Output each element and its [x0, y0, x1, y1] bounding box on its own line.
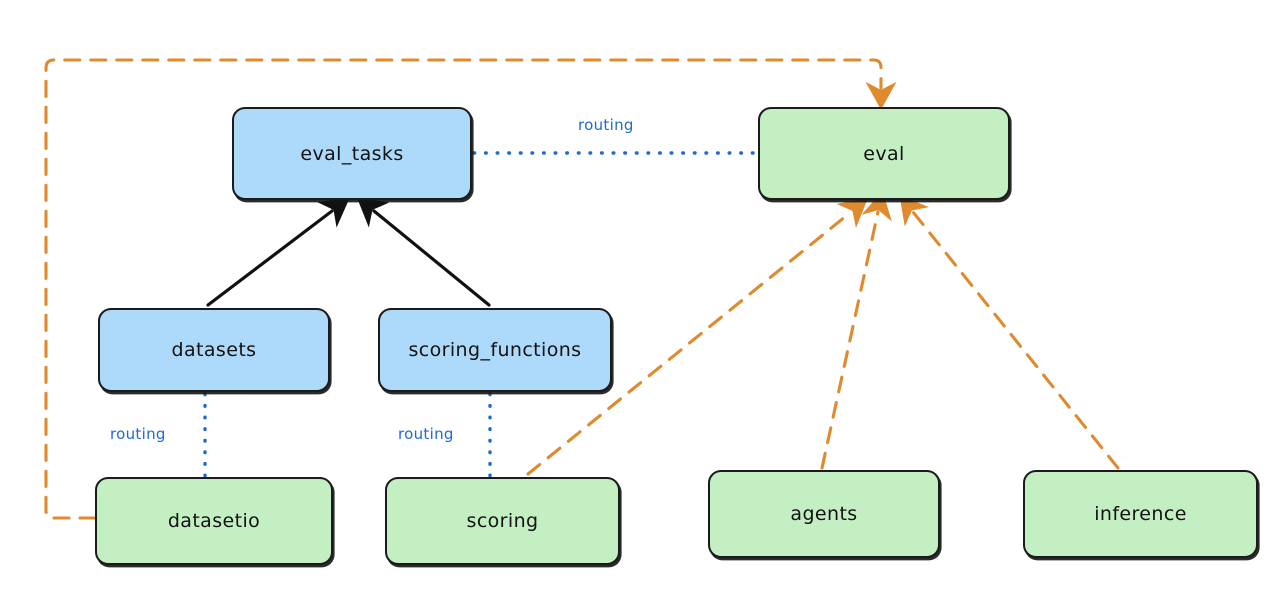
edge-label-routing-scoring-functions-scoring: routing	[398, 425, 454, 443]
edge-label-routing-datasets-datasetio: routing	[110, 425, 166, 443]
edge-agents-to-eval	[820, 190, 892, 470]
node-agents[interactable]: agents	[708, 470, 940, 558]
node-eval[interactable]: eval	[758, 107, 1010, 200]
edge-inference-to-eval	[899, 195, 1120, 470]
node-scoring[interactable]: scoring	[385, 477, 620, 565]
edge-datasetio-to-eval	[44, 58, 897, 520]
node-label: datasets	[171, 339, 257, 361]
node-label: inference	[1094, 503, 1187, 525]
node-label: scoring	[466, 510, 539, 532]
edge-scoring-functions-to-eval-tasks	[356, 196, 491, 307]
node-eval-tasks[interactable]: eval_tasks	[232, 107, 472, 200]
node-inference[interactable]: inference	[1023, 470, 1258, 558]
node-label: agents	[790, 503, 858, 525]
node-scoring-functions[interactable]: scoring_functions	[378, 308, 612, 392]
node-datasets[interactable]: datasets	[98, 308, 330, 392]
node-label: scoring_functions	[408, 339, 582, 361]
node-label: eval_tasks	[300, 142, 404, 165]
node-datasetio[interactable]: datasetio	[95, 477, 333, 565]
edge-scoring-to-eval	[526, 198, 868, 476]
node-label: datasetio	[167, 510, 261, 532]
edge-label-routing-eval-tasks-eval: routing	[578, 116, 634, 134]
node-label: eval	[863, 142, 905, 165]
edge-datasets-to-eval-tasks	[206, 197, 350, 307]
